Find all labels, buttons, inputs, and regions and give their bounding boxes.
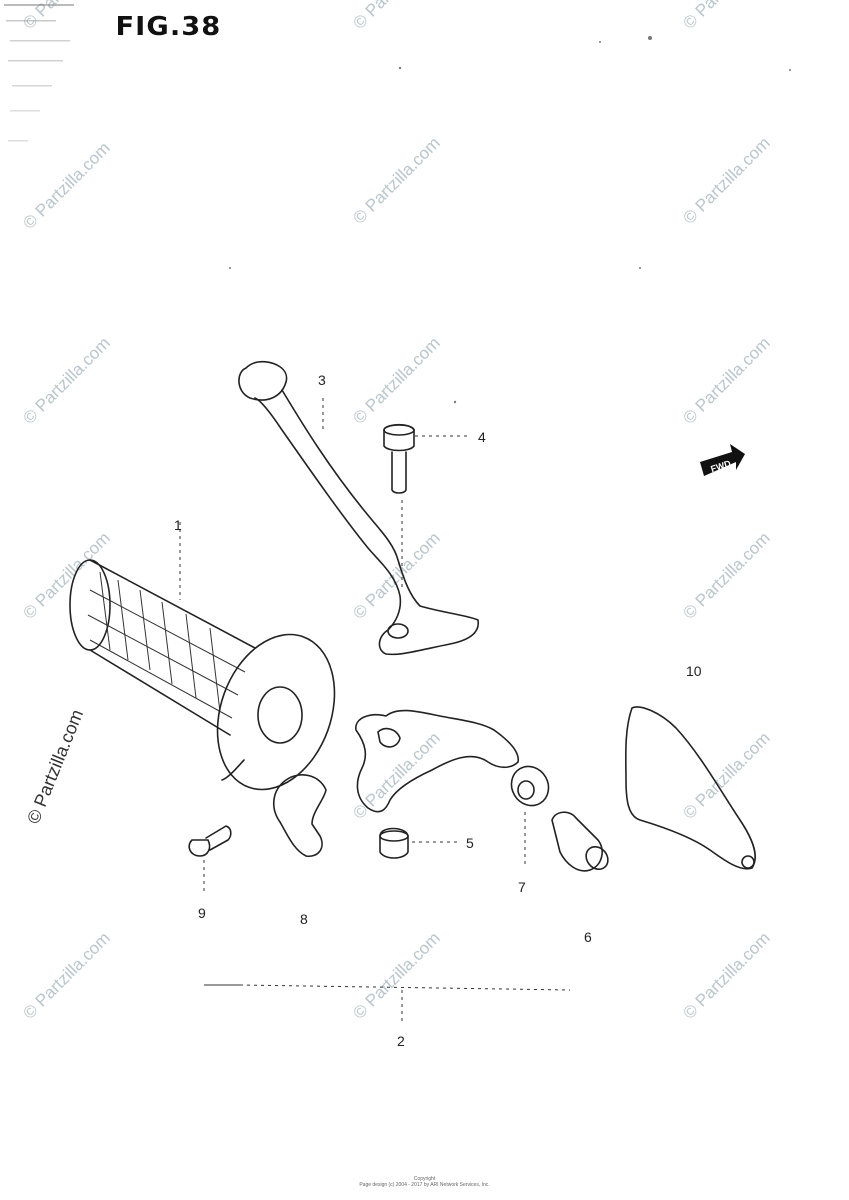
watermark-text: © Partzilla.com (349, 928, 443, 1022)
callout-4: 4 (478, 429, 486, 445)
callout-7: 7 (518, 879, 526, 895)
callout-2: 2 (397, 1033, 405, 1049)
watermark-text: © Partzilla.com (19, 333, 113, 427)
watermark-text: © Partzilla.com (349, 0, 443, 33)
callout-3: 3 (318, 372, 326, 388)
watermark-text: © Partzilla.com (19, 928, 113, 1022)
scan-noise (4, 4, 791, 404)
watermark-text: © Partzilla.com (19, 138, 113, 232)
watermark-text: © Partzilla.com (349, 333, 443, 427)
holder-part-2 (355, 709, 519, 813)
figure-title: FIG.38 (115, 12, 222, 42)
callout-1: 1 (174, 517, 182, 533)
nut-part-5 (379, 827, 409, 859)
lever-part (238, 360, 479, 656)
watermark-text: © Partzilla.com (19, 528, 113, 622)
bolt-part-4 (383, 423, 415, 494)
copyright-footer: Copyright Page design (c) 2004 - 2017 by… (0, 1176, 849, 1188)
watermark-text: © Partzilla.com (679, 528, 773, 622)
screw-part-9 (188, 825, 232, 857)
callout-6: 6 (584, 929, 592, 945)
watermark-layer: © Partzilla.com © Partzilla.com © Partzi… (19, 0, 773, 1023)
watermark-text: © Partzilla.com (679, 0, 773, 33)
leader-lines (179, 398, 571, 1025)
callout-numbers: 3 4 1 10 5 7 9 8 6 2 (174, 372, 702, 1049)
grip-part (69, 559, 336, 791)
watermark-text: © Partzilla.com (679, 133, 773, 227)
watermark-text: © Partzilla.com (679, 928, 773, 1022)
cover-part-10 (624, 706, 756, 870)
adjuster-part-6 (551, 811, 609, 872)
bracket-part-8 (273, 774, 327, 858)
callout-9: 9 (198, 905, 206, 921)
watermark-text: © Partzilla.com (349, 133, 443, 227)
callout-5: 5 (466, 835, 474, 851)
watermark-text: © Partzilla.com (679, 728, 773, 822)
copyright-line-2: Page design (c) 2004 - 2017 by ARI Netwo… (359, 1182, 490, 1188)
copyright-line-1: Copyright (413, 1176, 436, 1182)
collar-part-7 (510, 765, 550, 807)
callout-10: 10 (686, 663, 702, 679)
watermark-side-text: © Partzilla.com (23, 707, 87, 827)
fwd-arrow-icon: FWD (700, 444, 745, 476)
callout-8: 8 (300, 911, 308, 927)
watermark-text: © Partzilla.com (679, 333, 773, 427)
